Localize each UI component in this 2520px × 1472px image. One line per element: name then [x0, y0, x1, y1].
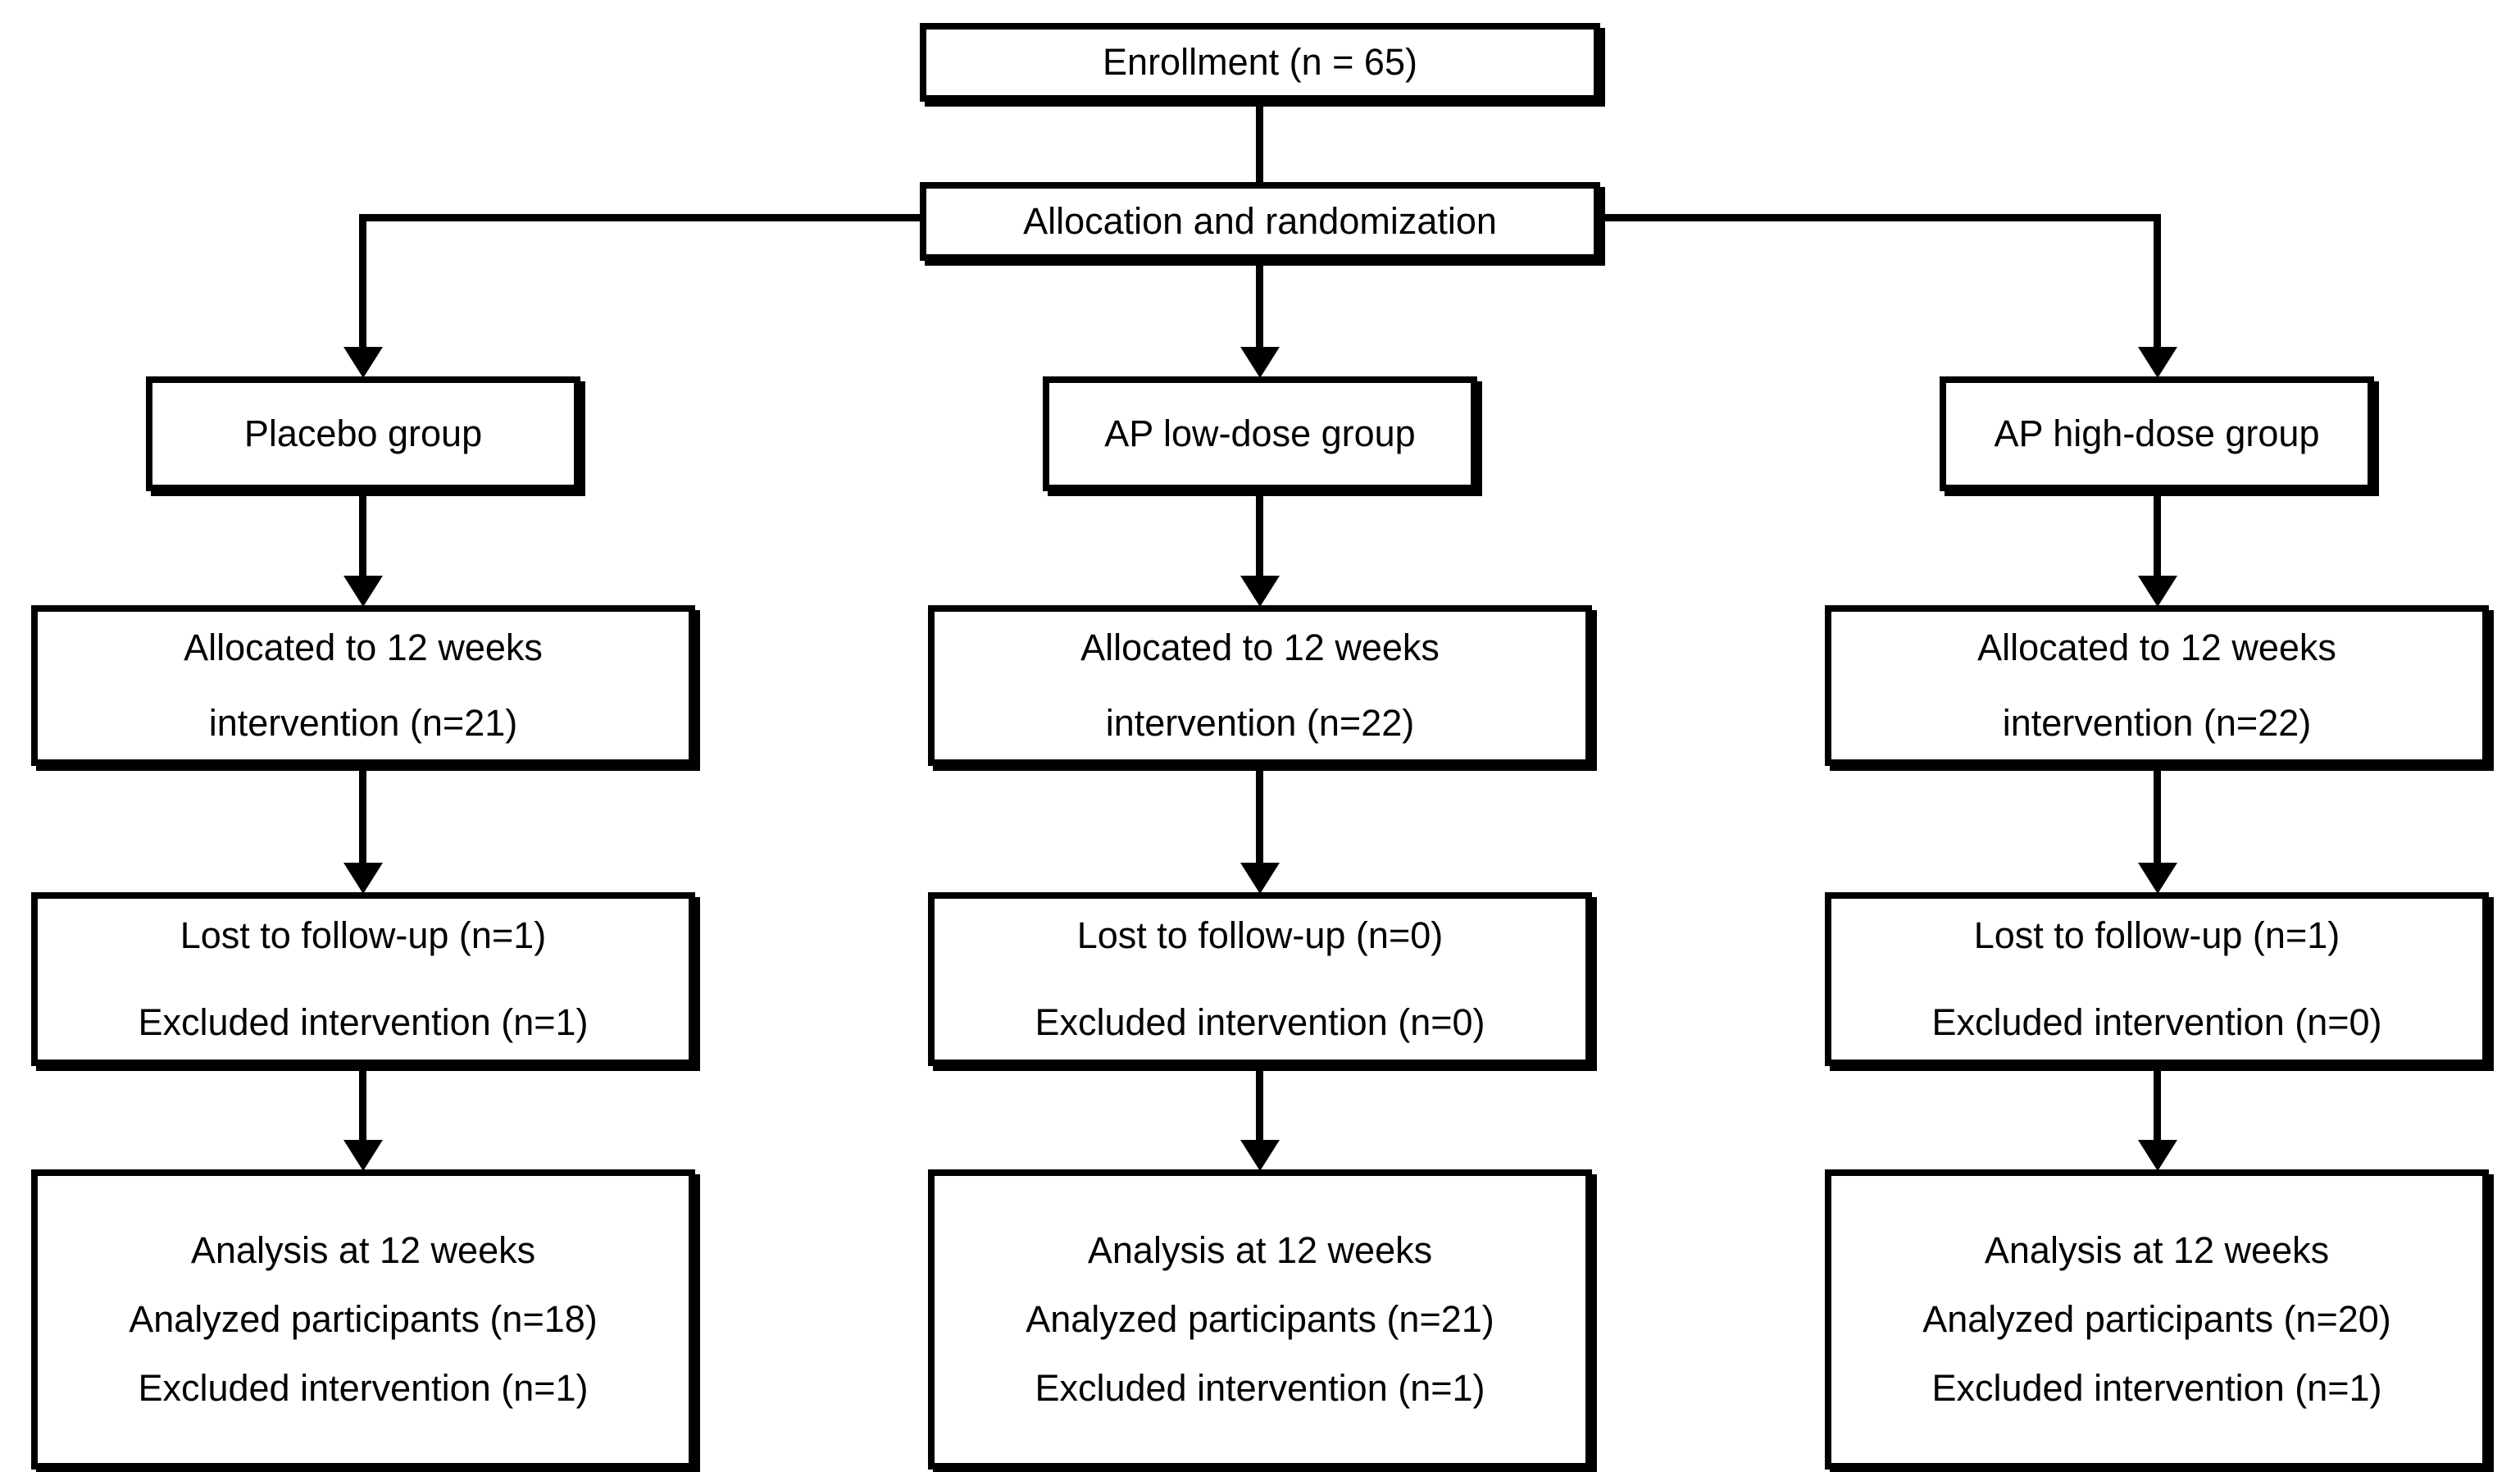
analysis-box-placebo: Analysis at 12 weeks Analyzed participan…	[31, 1169, 695, 1470]
ap-low-dose-group-box: AP low-dose group	[1043, 376, 1477, 491]
followup-line: Lost to follow-up (n=1)	[1973, 914, 2340, 956]
connector-branch-right-horizontal	[1600, 214, 2161, 221]
analysis-line: Analysis at 12 weeks	[190, 1229, 536, 1271]
group-label: Placebo group	[243, 412, 483, 454]
allocated-line: Allocated to 12 weeks	[1080, 627, 1440, 668]
allocated-box-ap-low: Allocated to 12 weeks intervention (n=22…	[928, 605, 1592, 766]
connector-allocated-followup	[359, 766, 366, 864]
allocated-line: intervention (n=21)	[208, 702, 518, 744]
connector-group-allocated	[359, 491, 366, 577]
arrow-down-icon	[1240, 576, 1280, 607]
followup-box-placebo: Lost to follow-up (n=1) Excluded interve…	[31, 892, 695, 1066]
followup-line: Lost to follow-up (n=1)	[180, 914, 547, 956]
followup-line: Excluded intervention (n=1)	[138, 1001, 589, 1043]
followup-line: Lost to follow-up (n=0)	[1076, 914, 1444, 956]
followup-line: Excluded intervention (n=0)	[1035, 1001, 1485, 1043]
arrow-down-icon	[2138, 576, 2177, 607]
followup-box-ap-low: Lost to follow-up (n=0) Excluded interve…	[928, 892, 1592, 1066]
arrow-down-icon	[2138, 1140, 2177, 1171]
arrow-down-icon	[343, 863, 383, 894]
allocation-label: Allocation and randomization	[1023, 199, 1497, 242]
allocated-line: intervention (n=22)	[1105, 702, 1415, 744]
analysis-box-ap-high: Analysis at 12 weeks Analyzed participan…	[1825, 1169, 2489, 1470]
connector-followup-analysis	[359, 1066, 366, 1142]
analysis-line: Analysis at 12 weeks	[1984, 1229, 2330, 1271]
arrow-down-icon	[1240, 1140, 1280, 1171]
arrow-down-icon	[343, 1140, 383, 1171]
analysis-line: Excluded intervention (n=1)	[1035, 1367, 1485, 1409]
followup-line: Excluded intervention (n=0)	[1931, 1001, 2382, 1043]
connector-branch-left-vertical	[359, 214, 366, 349]
enrollment-box: Enrollment (n = 65)	[920, 23, 1600, 102]
ap-high-dose-group-box: AP high-dose group	[1940, 376, 2374, 491]
arrow-down-icon	[1240, 863, 1280, 894]
analysis-line: Excluded intervention (n=1)	[1931, 1367, 2382, 1409]
connector-enrollment-allocation	[1256, 102, 1263, 182]
allocated-line: Allocated to 12 weeks	[1977, 627, 2336, 668]
allocated-box-placebo: Allocated to 12 weeks intervention (n=21…	[31, 605, 695, 766]
arrow-down-icon	[1240, 347, 1280, 378]
connector-followup-analysis	[1256, 1066, 1263, 1142]
arrow-down-icon	[343, 576, 383, 607]
arrow-down-icon	[343, 347, 383, 378]
connector-branch-left-horizontal	[359, 214, 920, 221]
placebo-group-box: Placebo group	[146, 376, 580, 491]
analysis-box-ap-low: Analysis at 12 weeks Analyzed participan…	[928, 1169, 1592, 1470]
allocated-line: Allocated to 12 weeks	[184, 627, 543, 668]
group-label: AP high-dose group	[1994, 412, 2320, 454]
connector-followup-analysis	[2154, 1066, 2161, 1142]
allocation-box: Allocation and randomization	[920, 182, 1600, 261]
followup-box-ap-high: Lost to follow-up (n=1) Excluded interve…	[1825, 892, 2489, 1066]
connector-branch-middle-vertical	[1256, 261, 1263, 349]
allocated-line: intervention (n=22)	[2002, 702, 2312, 744]
analysis-line: Analyzed participants (n=21)	[1026, 1298, 1494, 1340]
analysis-line: Analyzed participants (n=18)	[129, 1298, 598, 1340]
arrow-down-icon	[2138, 863, 2177, 894]
analysis-line: Excluded intervention (n=1)	[138, 1367, 589, 1409]
group-label: AP low-dose group	[1104, 412, 1416, 454]
connector-group-allocated	[2154, 491, 2161, 577]
connector-branch-right-vertical	[2154, 214, 2161, 349]
analysis-line: Analyzed participants (n=20)	[1922, 1298, 2391, 1340]
allocated-box-ap-high: Allocated to 12 weeks intervention (n=22…	[1825, 605, 2489, 766]
arrow-down-icon	[2138, 347, 2177, 378]
connector-allocated-followup	[1256, 766, 1263, 864]
connector-group-allocated	[1256, 491, 1263, 577]
analysis-line: Analysis at 12 weeks	[1087, 1229, 1433, 1271]
connector-allocated-followup	[2154, 766, 2161, 864]
enrollment-label: Enrollment (n = 65)	[1103, 40, 1417, 83]
